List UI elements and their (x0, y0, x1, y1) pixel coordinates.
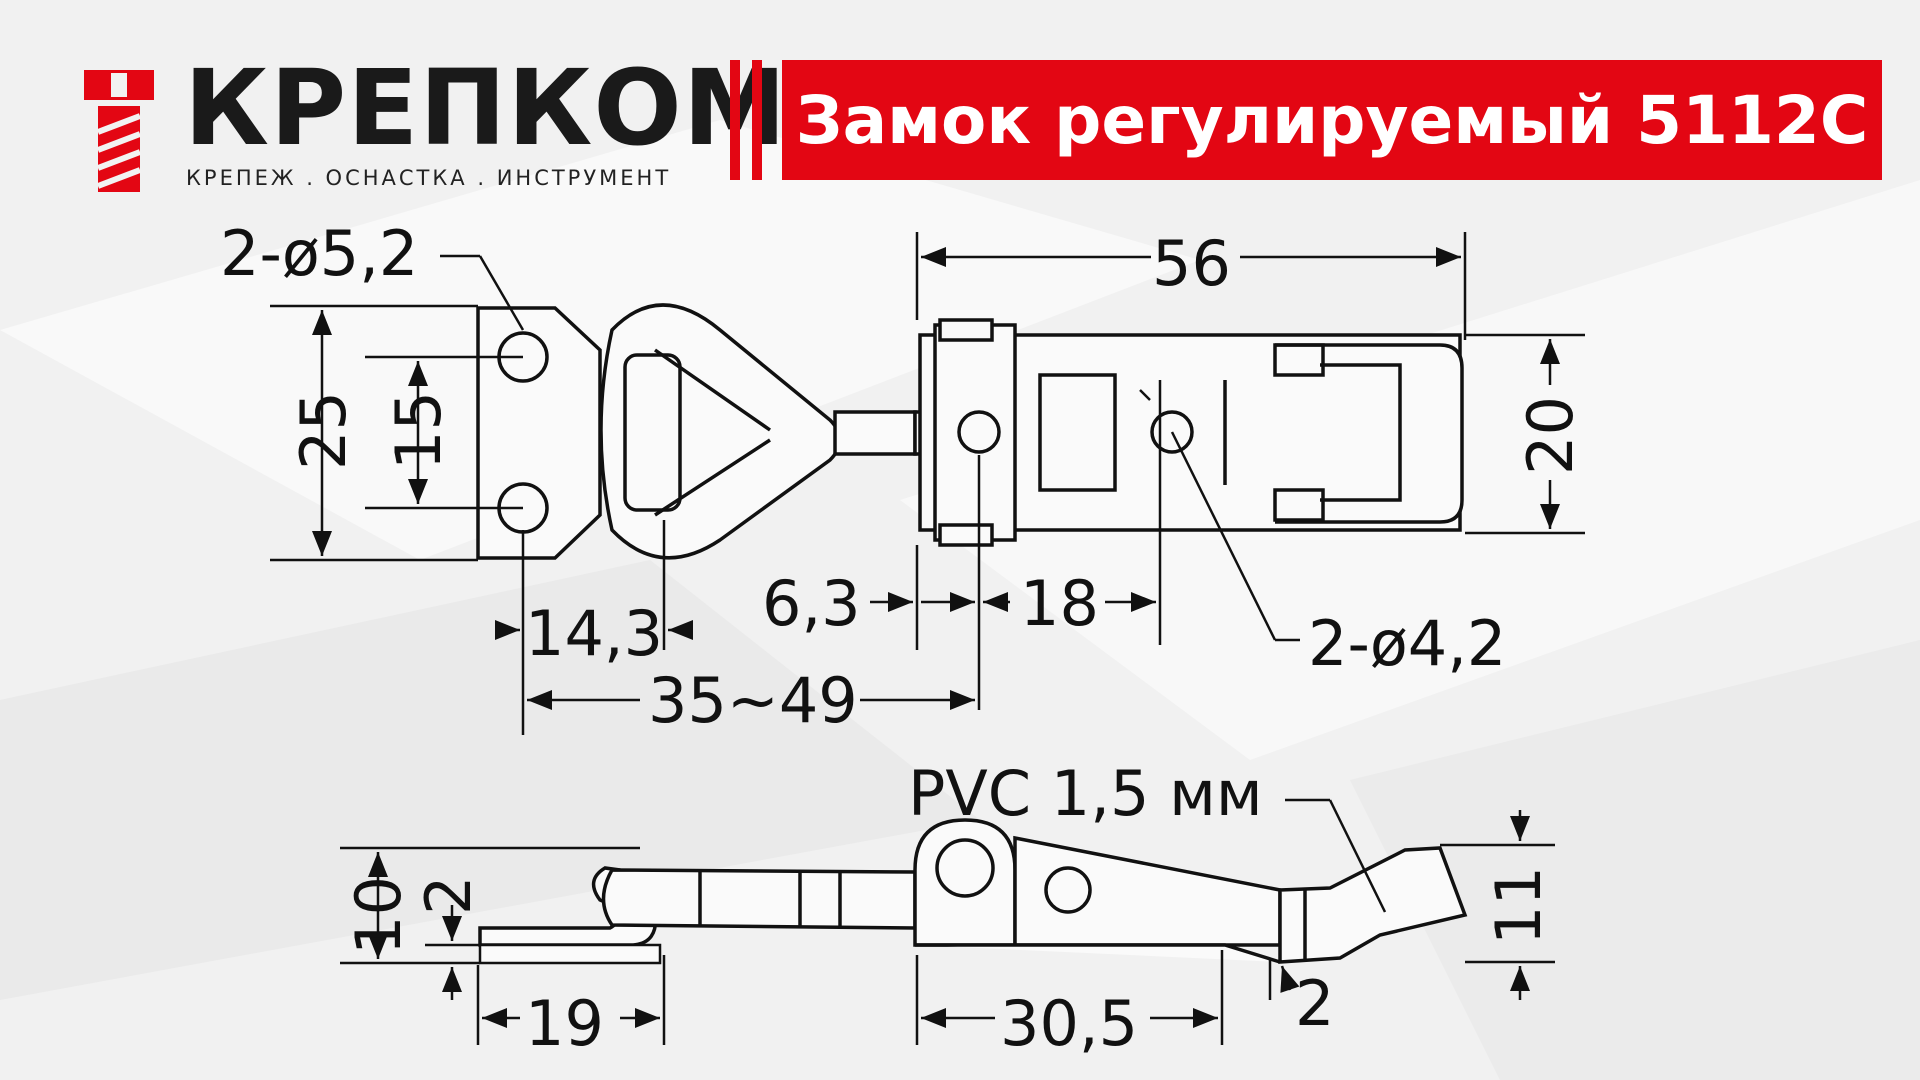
dim-side-11: 11 (1482, 866, 1555, 945)
dim-side-2a: 2 (412, 876, 485, 915)
dim-side-19: 19 (525, 987, 604, 1060)
side-view (478, 818, 1468, 965)
page-title: Замок регулируемый 5112С (795, 81, 1869, 159)
brand-tagline: КРЕПЕЖ . ОСНАСТКА . ИНСТРУМЕНТ (186, 166, 672, 190)
dim-holes-small: 2-ø4,2 (1308, 607, 1506, 680)
dim-width-20: 20 (1514, 396, 1587, 475)
brand-logo: КРЕПКОМ КРЕПЕЖ . ОСНАСТКА . ИНСТРУМЕНТ (84, 56, 786, 202)
top-view (476, 303, 1464, 560)
dim-side-30-5: 30,5 (1000, 987, 1138, 1060)
dim-height-25: 25 (287, 391, 360, 470)
dim-offset-14-3: 14,3 (525, 597, 663, 670)
dim-side-2b: 2 (1295, 967, 1334, 1040)
dim-offset-6-3: 6,3 (762, 567, 861, 640)
brand-name: КРЕПКОМ (184, 47, 788, 169)
dim-holes-large: 2-ø5,2 (220, 217, 418, 290)
bolt-icon (84, 70, 154, 192)
dim-spacing-15: 15 (382, 391, 455, 470)
title-banner: Замок регулируемый 5112С (782, 60, 1882, 180)
dim-overall-56: 56 (1152, 227, 1231, 300)
dim-material: PVC 1,5 мм (908, 757, 1263, 830)
dim-range: 35~49 (648, 664, 858, 737)
dim-length-18: 18 (1020, 567, 1099, 640)
dim-side-10: 10 (342, 876, 415, 955)
